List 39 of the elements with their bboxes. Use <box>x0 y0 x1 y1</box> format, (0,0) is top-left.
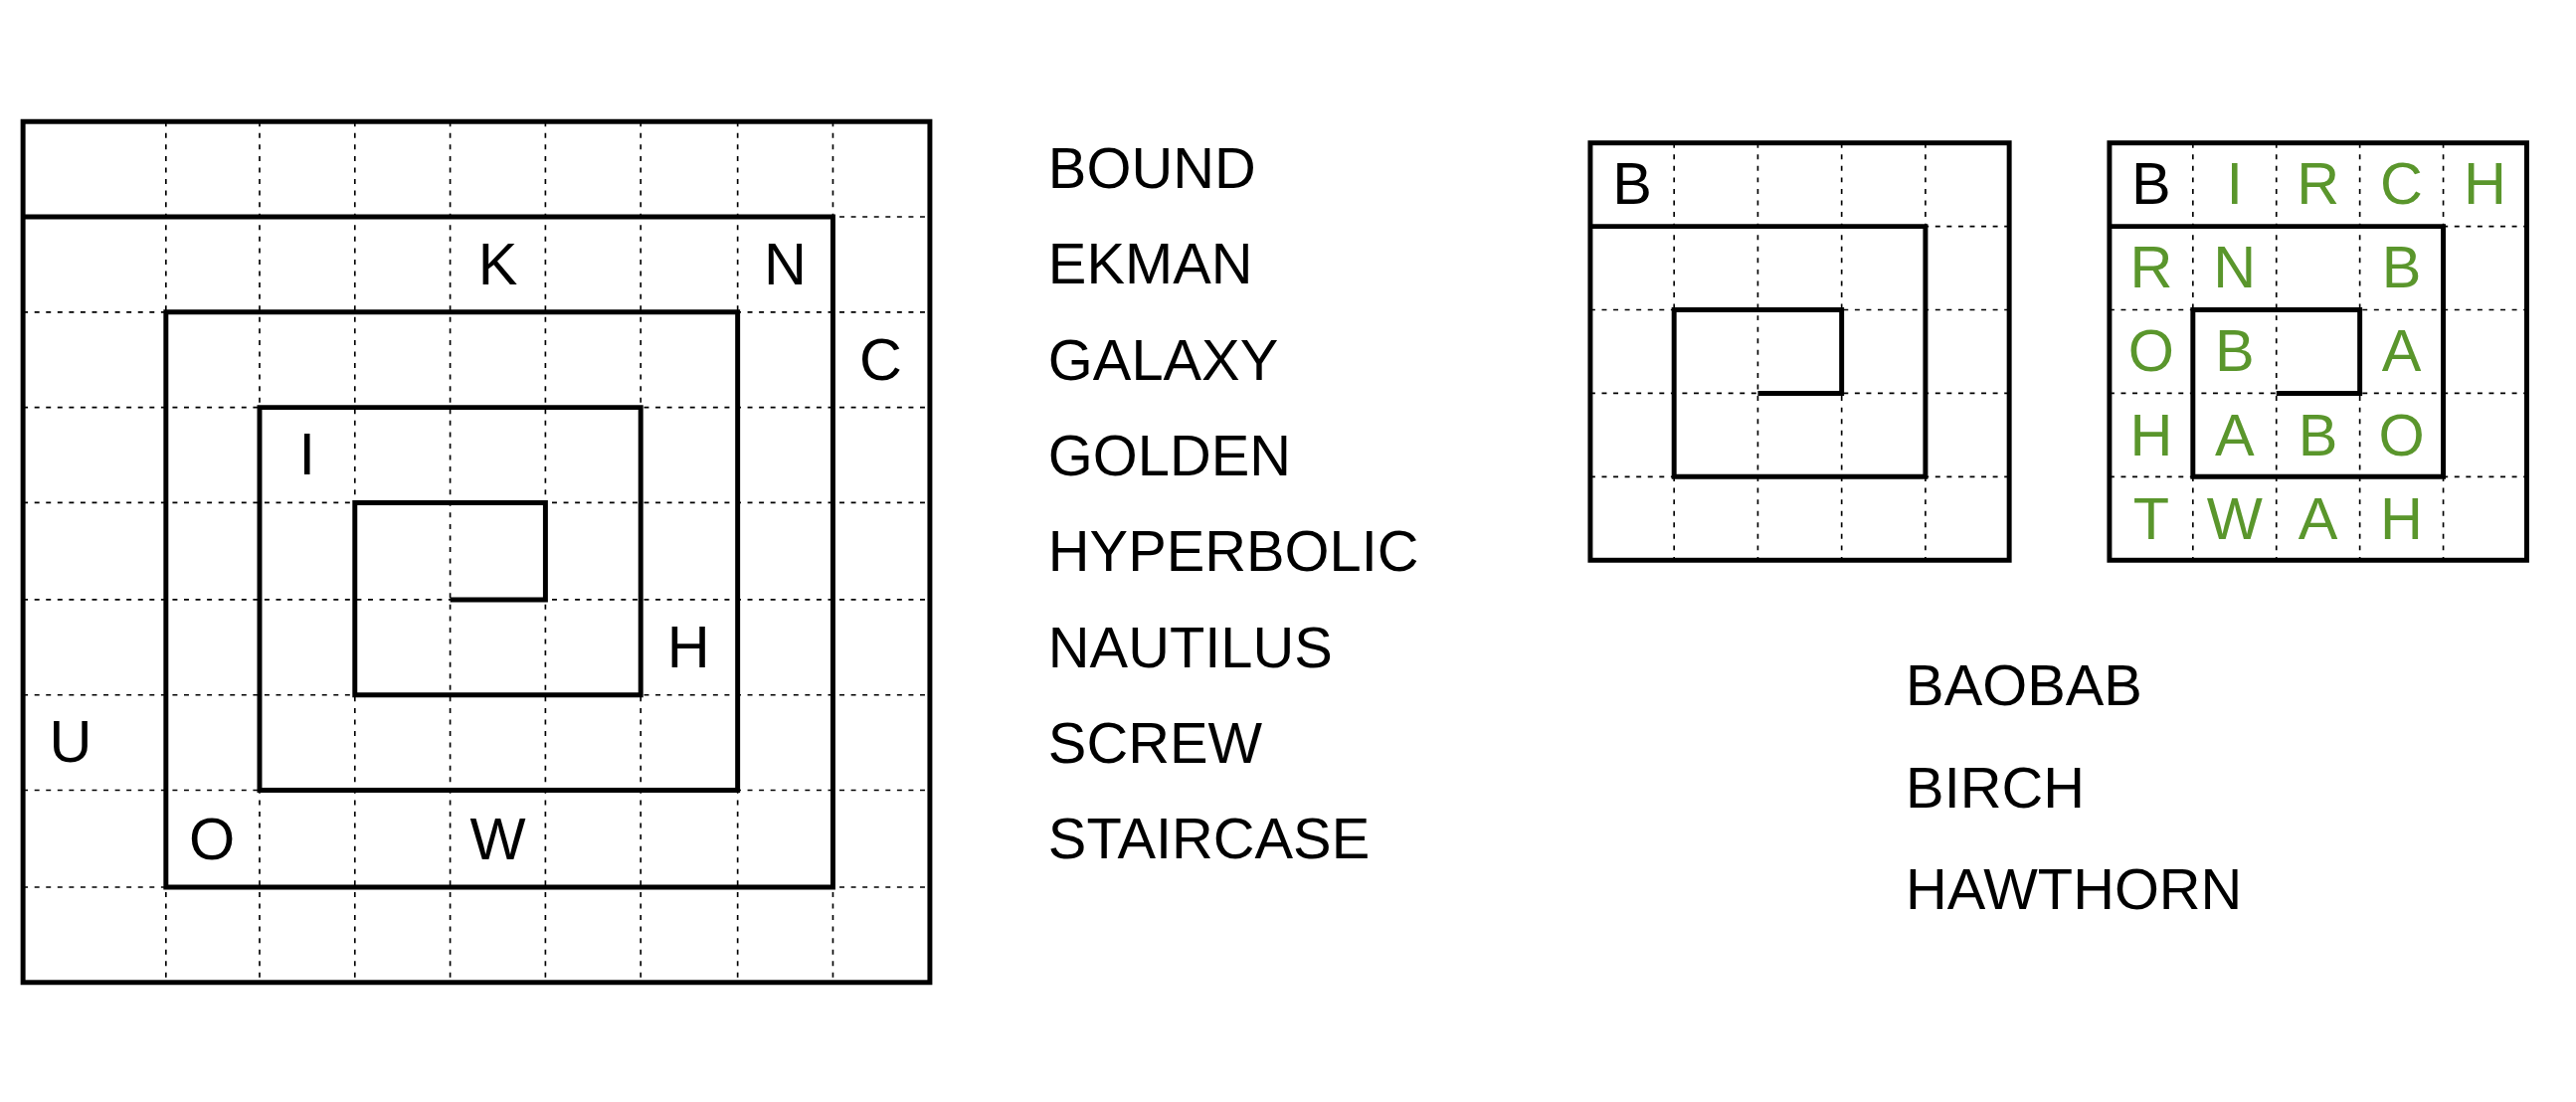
grid-letter: B <box>2298 405 2338 465</box>
word-list-item: STAIRCASE <box>1047 809 1371 867</box>
word-list-item: BOUND <box>1047 138 1256 197</box>
grid-letter: O <box>2378 405 2425 465</box>
word-list-item: SCREW <box>1047 713 1263 772</box>
word-list-item: GALAXY <box>1047 330 1279 388</box>
grid-letter: B <box>2381 238 2422 298</box>
grid-letter: O <box>2127 321 2174 382</box>
grid-letter: N <box>2213 238 2257 298</box>
grid-letter: W <box>469 809 526 868</box>
grid-letter: C <box>2380 154 2424 215</box>
grid-letter: I <box>298 425 316 485</box>
grid-letter: U <box>49 712 92 773</box>
grid-letter: C <box>858 330 902 390</box>
grid-letter: H <box>2129 405 2173 465</box>
grid-letter: O <box>188 809 236 868</box>
word-list-item: NAUTILUS <box>1047 618 1333 675</box>
grid-letter: I <box>2226 154 2244 215</box>
word-list-item: HYPERBOLIC <box>1047 521 1419 580</box>
grid-letter: T <box>2132 488 2169 549</box>
grid-letter: H <box>2380 488 2424 549</box>
grid-letter: A <box>2298 488 2338 549</box>
grid-letter: A <box>2214 405 2255 465</box>
word-list-item: GOLDEN <box>1047 426 1291 484</box>
word-list-item: BIRCH <box>1906 758 2085 817</box>
grid-letter: B <box>2214 321 2255 382</box>
grid-letter: W <box>2206 488 2263 549</box>
grid-letter: K <box>477 235 518 294</box>
word-list-item: HAWTHORN <box>1906 859 2243 918</box>
grid-letter: R <box>2129 238 2173 298</box>
grid-letter: H <box>2464 154 2506 215</box>
grid-letter: R <box>2297 154 2340 215</box>
word-list-item: EKMAN <box>1047 234 1253 292</box>
word-list-item: BAOBAB <box>1906 655 2142 714</box>
grid-letter: B <box>2131 154 2171 215</box>
grid-letter: N <box>764 235 808 294</box>
grid-letter: H <box>666 618 710 677</box>
grid-letter: B <box>1612 154 1652 215</box>
grid-letter: A <box>2381 321 2422 382</box>
